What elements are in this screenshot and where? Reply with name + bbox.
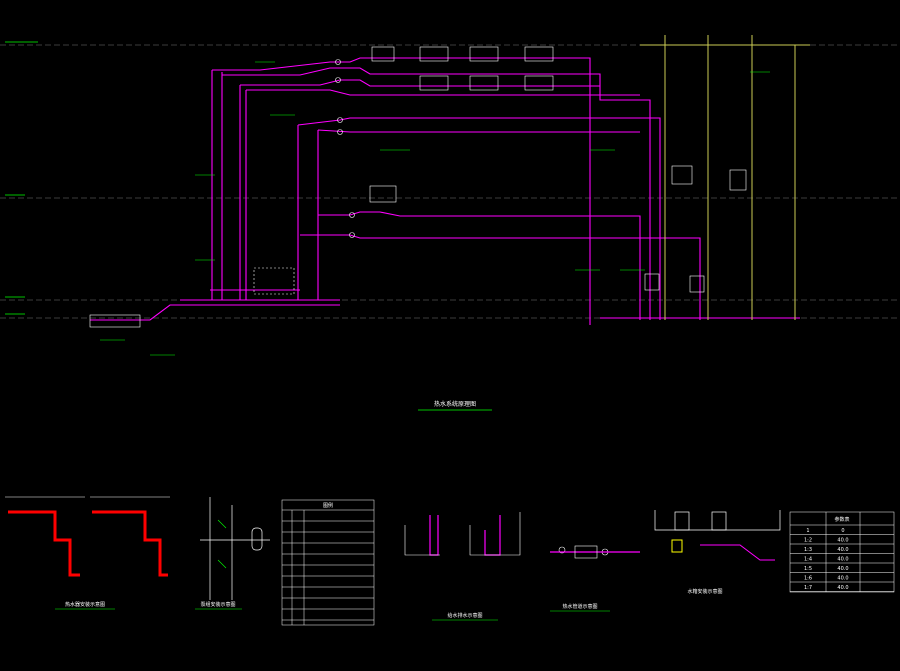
pipe-run: [212, 57, 591, 325]
param-header: 参数表: [834, 516, 849, 523]
pipe-run: [222, 67, 651, 320]
valve-icon: [335, 77, 341, 83]
valve-icon: [335, 59, 341, 65]
tank-block: [711, 511, 727, 531]
tank-box: [671, 165, 693, 185]
valve-icon: [349, 232, 355, 238]
param-cell: 1:2: [804, 538, 812, 544]
param-cell: 0: [841, 528, 844, 534]
unit-box: [371, 46, 395, 62]
pump-valve: [217, 559, 227, 569]
unit-box: [469, 75, 499, 91]
tank-pipe: [700, 544, 775, 561]
detail-title: 泵组安装示意图: [200, 601, 235, 608]
unit-box: [419, 75, 449, 91]
pipe-run: [318, 211, 641, 320]
pump-valve: [217, 519, 227, 529]
tank-box: [644, 273, 660, 291]
param-cell: 40.0: [837, 547, 848, 553]
param-cell: 1:3: [804, 547, 812, 553]
drain-trap: [484, 515, 501, 556]
level-marks: [5, 41, 38, 315]
pipe-run: [90, 304, 340, 321]
main-title: 热水系统原理图: [434, 400, 476, 408]
tank-box: [729, 169, 747, 191]
unit-box: [524, 46, 554, 62]
pipe-network: [90, 57, 800, 325]
tank-outline: [654, 510, 781, 531]
drain-wall: [404, 525, 440, 556]
detail-title: 热水管道示意图: [562, 603, 597, 610]
param-cell: 40.0: [837, 585, 848, 591]
valve-icon: [337, 117, 343, 123]
param-cell: 1:4: [804, 557, 812, 563]
param-cell: 40.0: [837, 566, 848, 572]
equipment: [89, 46, 747, 328]
unit-box: [419, 46, 449, 62]
param-cell: 1:5: [804, 566, 812, 572]
legend-rows: [282, 520, 374, 621]
detail-drainage: 给水排水示意图: [404, 512, 521, 621]
right-risers: [640, 35, 810, 320]
detail-title: 给水排水示意图: [447, 612, 482, 619]
pump-body: [251, 527, 263, 551]
param-cell: 40.0: [837, 538, 848, 544]
param-cell: 1:6: [804, 576, 812, 582]
param-rows: 1 0 1:2 40.0 1:3 40.0 1:4 40.0 1:5 40.0 1:6 40.0 1:7…: [790, 528, 894, 592]
pipe-run: [300, 234, 701, 320]
detail-tank: 水箱安装示意图: [654, 510, 781, 595]
pipe-run: [246, 89, 640, 96]
tank-meter: [671, 539, 683, 553]
valve-icon: [337, 129, 343, 135]
valve-icon: [349, 212, 355, 218]
param-table: 1 0 1:2 40.0 1:3 40.0 1:4 40.0 1:5 40.0 1:6 40.0 1:7…: [789, 511, 895, 593]
tank-box: [689, 275, 705, 293]
param-cell: 40.0: [837, 557, 848, 563]
param-frame: [789, 511, 895, 593]
legend-table: [281, 499, 375, 626]
unit-box: [469, 46, 499, 62]
unit-box: [369, 185, 397, 203]
legend-frame: [281, 499, 375, 626]
pump-group-box: [253, 267, 295, 295]
param-cell: 1: [806, 528, 809, 534]
pipe-run: [240, 79, 600, 87]
unit-box: [524, 75, 554, 91]
param-cell: 1:7: [804, 585, 812, 591]
param-cell: 40.0: [837, 576, 848, 582]
pipe-run: [317, 129, 640, 133]
annotations: [100, 61, 770, 356]
detail-title: 热水器安装示意图: [65, 601, 105, 608]
detail-heater: 热水器安装示意图: [5, 496, 170, 610]
heater-pipe: [8, 510, 80, 577]
drain-trap: [429, 515, 439, 556]
pipe-run: [297, 117, 661, 320]
heater-pipe: [92, 510, 168, 577]
detail-title: 水箱安装示意图: [687, 588, 722, 595]
detail-hotwater-pipe: 热水管道示意图: [550, 545, 640, 612]
hw-unit: [574, 545, 598, 559]
tank-block: [674, 511, 690, 531]
detail-pump: 泵组安装示意图: [195, 497, 270, 610]
valve-icon: [558, 546, 566, 554]
legend-header: 图例: [323, 502, 333, 509]
valves: [335, 59, 609, 556]
unit-box: [89, 314, 141, 328]
drain-wall: [469, 512, 521, 556]
